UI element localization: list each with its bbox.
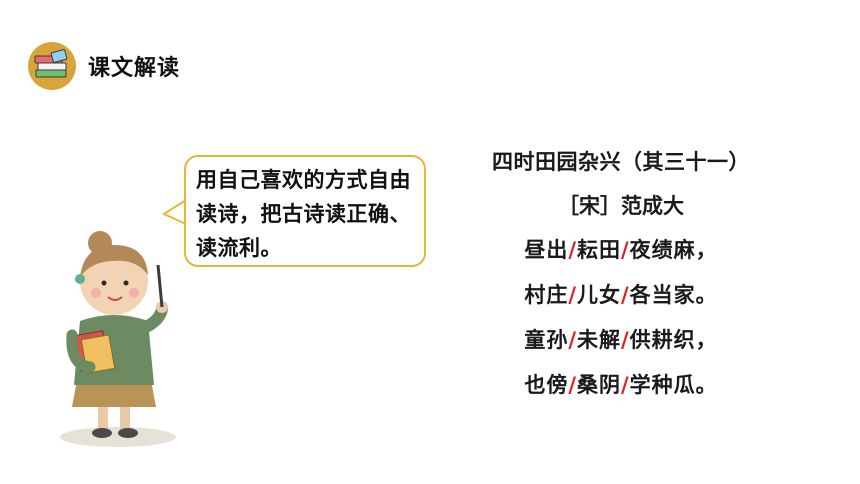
- pause-slash: /: [568, 328, 577, 352]
- pause-slash: /: [568, 238, 577, 262]
- poem-line: 昼出/耘田/夜绩麻，: [456, 228, 786, 273]
- pause-slash: /: [568, 283, 577, 307]
- poem-segment: 也傍: [524, 373, 569, 397]
- pause-slash: /: [621, 283, 630, 307]
- section-title: 课文解读: [88, 56, 181, 81]
- book-stack-icon: [28, 42, 76, 90]
- section-header: 课文解读: [28, 40, 180, 92]
- pause-slash: /: [621, 328, 630, 352]
- poem-segment: 儿女: [577, 283, 621, 307]
- poem-segment: 耘田: [577, 238, 621, 262]
- poem-line: 村庄/儿女/各当家。: [456, 273, 786, 318]
- poem-segment: 桑阴: [577, 373, 621, 397]
- poem-segment: 各当家。: [629, 283, 718, 307]
- pause-slash: /: [621, 373, 630, 397]
- speech-bubble-tail: [162, 199, 187, 225]
- pause-slash: /: [568, 373, 577, 397]
- poem-segment: 供耕织，: [629, 328, 718, 352]
- poem-segment: 未解: [577, 328, 621, 352]
- poem-title: 四时田园杂兴（其三十一）: [492, 150, 750, 174]
- poem-author: ［宋］范成大: [558, 194, 684, 218]
- poem-segment: 童孙: [524, 328, 569, 352]
- teacher-illustration: [60, 231, 176, 447]
- poem: 四时田园杂兴（其三十一） ［宋］范成大 昼出/耘田/夜绩麻， 村庄/儿女/各当家…: [456, 140, 786, 408]
- poem-segment: 学种瓜。: [629, 373, 718, 397]
- poem-line: 童孙/未解/供耕织，: [456, 318, 786, 363]
- speech-bubble: 用自己喜欢的方式自由读诗，把古诗读正确、读流利。: [184, 155, 426, 267]
- poem-segment: 夜绩麻，: [629, 238, 718, 262]
- bubble-text: 用自己喜欢的方式自由读诗，把古诗读正确、读流利。: [196, 168, 411, 260]
- poem-line: 也傍/桑阴/学种瓜。: [456, 363, 786, 408]
- poem-segment: 昼出: [524, 238, 569, 262]
- pause-slash: /: [621, 238, 630, 262]
- poem-segment: 村庄: [524, 283, 569, 307]
